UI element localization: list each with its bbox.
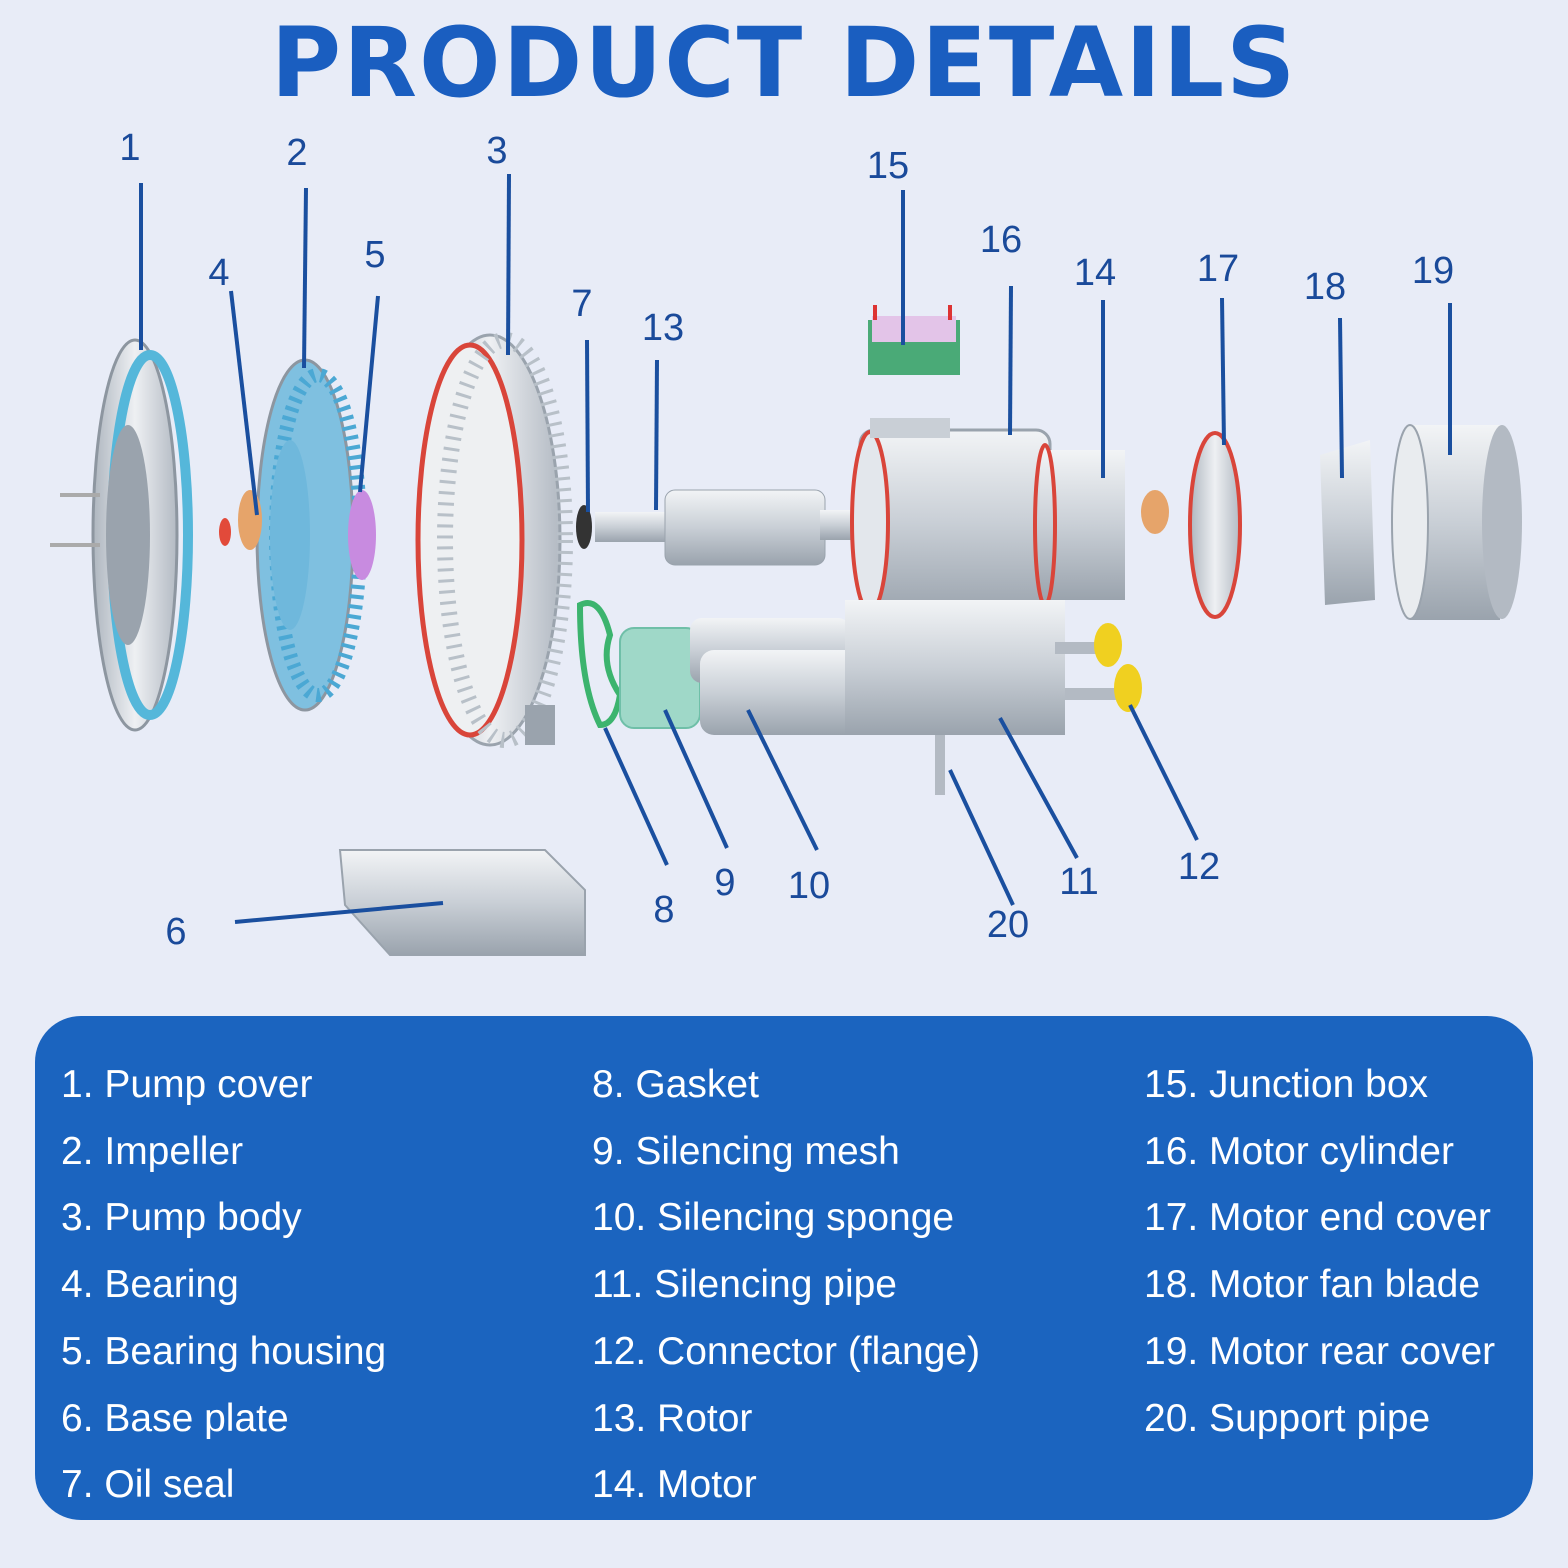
motor-fan-blade-part <box>1320 440 1375 605</box>
legend-column-2: 8. Gasket 9. Silencing mesh 10. Silencin… <box>592 1052 980 1519</box>
legend-column-1: 1. Pump cover 2. Impeller 3. Pump body 4… <box>61 1052 386 1519</box>
callout-15: 15 <box>867 145 909 187</box>
legend-item: 11. Silencing pipe <box>592 1263 897 1307</box>
legend-item: 18. Motor fan blade <box>1144 1263 1481 1307</box>
callout-8: 8 <box>653 889 674 931</box>
legend-item: 19. Motor rear cover <box>1144 1329 1496 1373</box>
callout-9: 9 <box>714 862 735 904</box>
callout-5: 5 <box>364 234 385 276</box>
oil-seal-part <box>576 505 592 549</box>
silencing-pipe-part <box>690 600 1065 795</box>
legend-item: 4. Bearing <box>61 1263 239 1307</box>
callout-3: 3 <box>486 130 507 172</box>
legend-item: 17. Motor end cover <box>1144 1196 1491 1240</box>
callout-11: 11 <box>1059 861 1098 903</box>
callout-18: 18 <box>1304 266 1346 308</box>
connector-flange-part <box>1055 623 1142 712</box>
legend-item: 12. Connector (flange) <box>592 1329 981 1373</box>
callout-19: 19 <box>1412 250 1454 292</box>
legend-item: 2. Impeller <box>61 1129 244 1173</box>
rotor-part <box>595 489 880 566</box>
leader-lines <box>139 173 1452 924</box>
motor-part <box>850 418 1125 617</box>
legend-item: 3. Pump body <box>61 1196 302 1240</box>
callout-2: 2 <box>286 132 307 174</box>
impeller-part <box>255 358 367 712</box>
junction-box-part <box>868 305 960 375</box>
page-title: PRODUCT DETAILS <box>270 7 1298 119</box>
callout-6: 6 <box>165 911 186 953</box>
legend-item: 13. Rotor <box>592 1396 753 1440</box>
pump-cover-part <box>50 338 193 732</box>
callout-numbers: 1 2 3 4 5 6 7 8 9 10 11 12 13 14 15 16 1… <box>119 127 1454 953</box>
parts-legend: 1. Pump cover 2. Impeller 3. Pump body 4… <box>35 1016 1533 1520</box>
legend-item: 5. Bearing housing <box>61 1329 387 1373</box>
legend-item: 16. Motor cylinder <box>1144 1129 1454 1173</box>
legend-item: 8. Gasket <box>592 1063 759 1106</box>
exploded-view-diagram: 1 2 3 4 5 6 7 8 9 10 11 12 13 14 15 16 1… <box>50 127 1522 956</box>
pump-body-part <box>415 332 573 748</box>
callout-1: 1 <box>119 127 140 169</box>
legend-item: 10. Silencing sponge <box>592 1196 955 1240</box>
callout-13: 13 <box>642 307 684 349</box>
legend-item: 6. Base plate <box>61 1396 289 1440</box>
bearing-part <box>238 490 262 550</box>
legend-item: 7. Oil seal <box>61 1463 235 1507</box>
callout-7: 7 <box>571 283 592 325</box>
gasket-part <box>576 600 624 729</box>
callout-16: 16 <box>980 219 1022 261</box>
legend-item: 9. Silencing mesh <box>592 1129 900 1173</box>
callout-4: 4 <box>208 252 229 294</box>
legend-item: 20. Support pipe <box>1144 1396 1431 1440</box>
motor-rear-cover-part <box>1391 424 1522 620</box>
callout-14: 14 <box>1074 252 1116 294</box>
callout-20: 20 <box>987 904 1029 946</box>
base-plate-part <box>338 849 586 956</box>
bearing-housing-part <box>348 490 376 580</box>
legend-item: 14. Motor <box>592 1463 757 1507</box>
legend-item: 15. Junction box <box>1144 1063 1429 1106</box>
callout-12: 12 <box>1178 846 1220 888</box>
motor-end-cover-part <box>1141 431 1242 619</box>
callout-10: 10 <box>788 865 830 907</box>
callout-17: 17 <box>1197 248 1239 290</box>
legend-item: 1. Pump cover <box>61 1063 313 1106</box>
silencing-mesh-part <box>619 627 701 729</box>
legend-column-3: 15. Junction box 16. Motor cylinder 17. … <box>1144 1052 1495 1452</box>
